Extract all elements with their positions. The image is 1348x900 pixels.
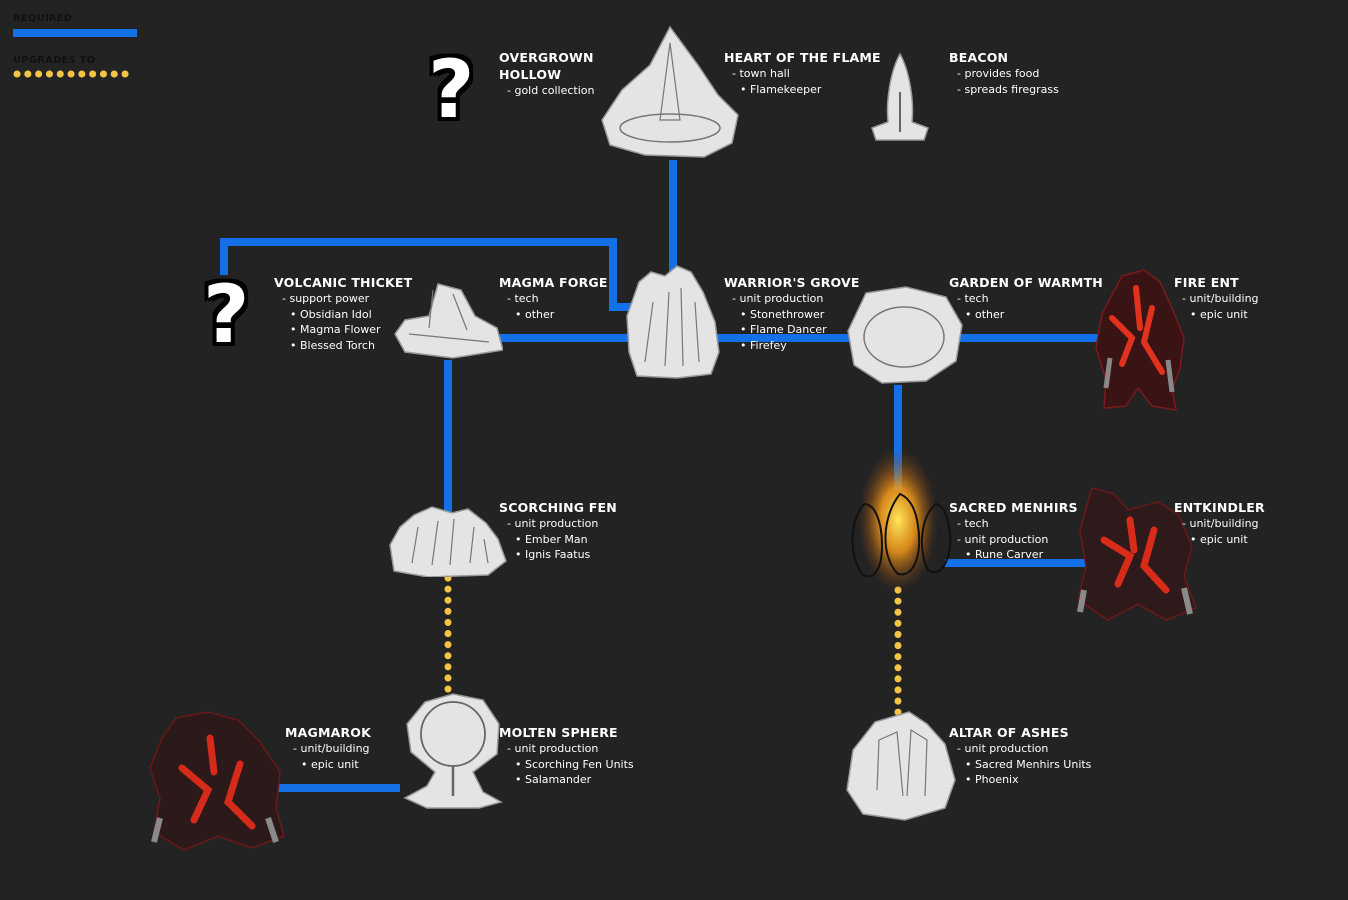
node-title: FIRE ENT [1174, 275, 1239, 290]
node-detail-line: • other [515, 307, 555, 321]
node-garden-of-warmth: GARDEN OF WARMTH - tech • other [949, 274, 1103, 322]
node-detail-line: - support power [282, 292, 370, 305]
node-detail-line: - gold collection [507, 84, 595, 97]
scorching-fen-icon [389, 506, 507, 577]
node-detail-line: - unit production [507, 517, 599, 530]
node-detail-line: • Sacred Menhirs Units [965, 757, 1092, 771]
magmarok-icon [149, 711, 285, 851]
node-title: ALTAR OF ASHES [949, 725, 1069, 740]
node-detail-line: • Firefey [740, 338, 787, 352]
node-detail-line: - unit/building [1182, 517, 1259, 530]
node-title: ENTKINDLER [1174, 500, 1265, 515]
node-title: MAGMAROK [285, 725, 372, 740]
node-title: GARDEN OF WARMTH [949, 275, 1103, 290]
magma-forge-icon [394, 283, 503, 359]
upgrade-links [444, 574, 902, 719]
warriors-grove-icon [626, 265, 720, 379]
node-detail-line: • epic unit [301, 757, 359, 771]
node-detail-line: - unit/building [293, 742, 370, 755]
node-altar-of-ashes: ALTAR OF ASHES - unit production • Sacred … [949, 724, 1091, 788]
node-detail-line: • Flamekeeper [740, 82, 822, 96]
node-detail-line: • epic unit [1190, 307, 1248, 321]
fire-ent-icon [1095, 269, 1185, 411]
node-detail-line: • Blessed Torch [290, 338, 375, 352]
node-overgrown-hollow: OVERGROWN HOLLOW - gold collection [499, 49, 595, 99]
node-magma-forge: MAGMA FORGE - tech • other [499, 274, 608, 322]
node-warriors-grove: WARRIOR'S GROVE - unit production • Stonet… [724, 274, 860, 353]
node-heart-of-the-flame: HEART OF THE FLAME - town hall • Flamekeep… [724, 49, 881, 97]
node-detail-line: • Rune Carver [965, 548, 1044, 561]
node-detail-line: • epic unit [1190, 532, 1248, 546]
node-detail-line: - town hall [732, 67, 790, 80]
node-detail-line: - tech [957, 292, 989, 305]
required-links [220, 160, 1100, 792]
legend-required-label: REQUIRED [13, 13, 73, 24]
node-detail-line: • other [965, 307, 1005, 321]
node-volcanic-thicket: VOLCANIC THICKET - support power • Obsidia… [274, 274, 412, 353]
node-detail-line: • Ignis Faatus [515, 548, 591, 561]
node-detail-line: • Obsidian Idol [290, 307, 372, 321]
node-detail-line: • Salamander [515, 773, 592, 786]
node-detail-line: - unit production [957, 742, 1049, 755]
molten-sphere-icon [403, 693, 503, 809]
node-beacon: BEACON - provides food - spreads firegrass [949, 49, 1059, 97]
node-sacred-menhirs: SACRED MENHIRS - tech - unit production • R… [949, 499, 1078, 563]
node-title: VOLCANIC THICKET [274, 275, 413, 290]
node-fire-ent: FIRE ENT - unit/building • epic unit [1174, 274, 1259, 322]
question-mark-icon: ? [428, 43, 475, 136]
node-detail-line: • Ember Man [515, 532, 588, 546]
node-detail-line: • Scorching Fen Units [515, 757, 634, 771]
node-title: HEART OF THE FLAME [724, 50, 881, 65]
node-entkindler: ENTKINDLER - unit/building • epic unit [1174, 499, 1265, 547]
node-scorching-fen: SCORCHING FEN - unit production • Ember Ma… [499, 499, 617, 563]
node-title: WARRIOR'S GROVE [724, 275, 860, 290]
node-detail-line: - provides food [957, 67, 1040, 80]
node-detail-line: • Magma Flower [290, 323, 381, 336]
node-detail-line: - tech [957, 517, 989, 530]
node-detail-line: • Stonethrower [740, 307, 825, 321]
legend-upgrades-line [13, 70, 137, 78]
node-title: SCORCHING FEN [499, 500, 617, 515]
sacred-menhirs-icon [851, 492, 952, 578]
node-title: BEACON [949, 50, 1009, 65]
node-title: SACRED MENHIRS [949, 500, 1078, 515]
entkindler-icon [1077, 487, 1197, 621]
node-title: MAGMA FORGE [499, 275, 608, 290]
node-detail-line: - unit production [732, 292, 824, 305]
node-title: MOLTEN SPHERE [499, 725, 618, 740]
legend-upgrades-label: UPGRADES TO [13, 55, 96, 66]
link-thicket-to-grove [220, 238, 640, 311]
heart-of-the-flame-icon [601, 25, 739, 158]
node-magmarok: MAGMAROK - unit/building • epic unit [285, 724, 371, 772]
node-title: OVERGROWN HOLLOW [499, 50, 594, 82]
node-detail-line: - unit/building [1182, 292, 1259, 305]
node-detail-line: - spreads firegrass [957, 82, 1059, 96]
altar-of-ashes-icon [846, 711, 956, 821]
question-mark-icon: ? [203, 268, 250, 361]
node-detail-line: - tech [507, 292, 539, 305]
node-detail-line: • Phoenix [965, 773, 1019, 786]
node-detail-line: - unit production [957, 532, 1049, 546]
node-detail-line: - unit production [507, 742, 599, 755]
legend-required-line [13, 29, 137, 37]
node-molten-sphere: MOLTEN SPHERE - unit production • Scorchin… [499, 724, 634, 788]
beacon-icon [871, 52, 929, 141]
node-detail-line: • Flame Dancer [740, 323, 827, 336]
garden-of-warmth-icon [847, 286, 963, 384]
